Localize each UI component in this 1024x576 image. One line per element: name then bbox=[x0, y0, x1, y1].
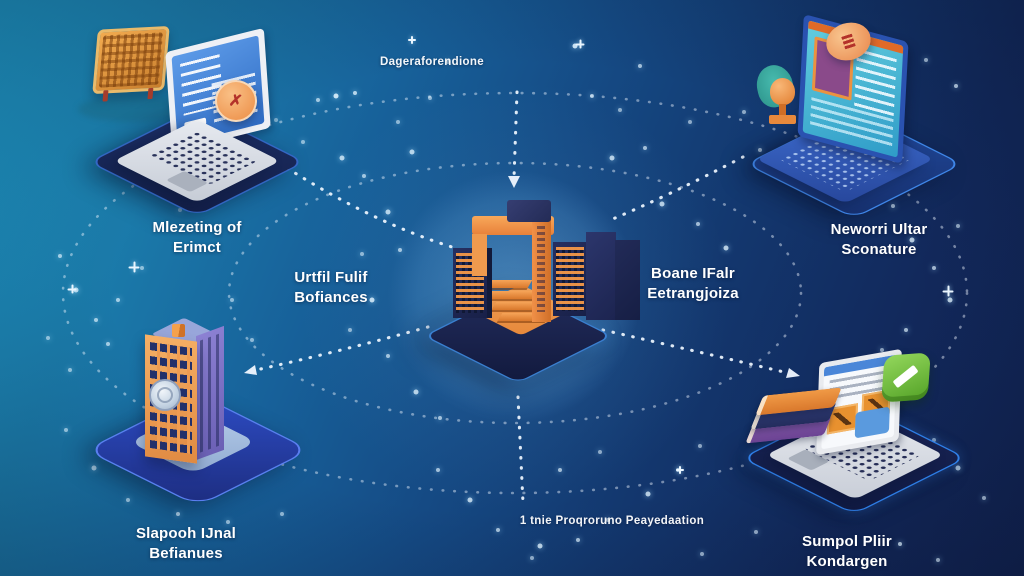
server-tower bbox=[553, 242, 587, 316]
inner-orbit-ring bbox=[227, 161, 803, 425]
label-line: Sumpol Pliir bbox=[802, 533, 892, 550]
label-top-left: Mlezeting of Erimct bbox=[152, 218, 241, 257]
label-line: Urtfil Fulif bbox=[294, 269, 368, 286]
label-line: Boane IFalr bbox=[651, 265, 735, 282]
label-line: Slapooh IJnal bbox=[135, 525, 237, 542]
circuit-pattern bbox=[98, 32, 164, 88]
roof-cube-icon bbox=[172, 324, 185, 337]
label-line: Sconature bbox=[841, 240, 917, 258]
trophy-stem bbox=[779, 104, 786, 116]
arrow-down-icon bbox=[508, 176, 520, 188]
trophy-icon bbox=[753, 61, 800, 130]
arrow-left-icon bbox=[244, 365, 257, 375]
pixel-text bbox=[537, 226, 545, 312]
trophy-cup bbox=[770, 78, 795, 105]
server-tower bbox=[586, 232, 616, 320]
connector-top-right bbox=[606, 155, 745, 223]
arch-leg bbox=[532, 218, 551, 322]
arch-leg bbox=[472, 234, 487, 276]
label-bottom-left: Slapooh IJnal Befianues bbox=[136, 524, 236, 563]
label-top-center: Dageraforendione bbox=[380, 55, 484, 70]
plaque-leg bbox=[147, 87, 154, 100]
server-tower bbox=[615, 240, 640, 320]
pixel-text bbox=[556, 247, 584, 311]
label-mid-right: Boane IFalr Eetrangjoiza bbox=[647, 264, 739, 303]
arrow-right-icon bbox=[786, 368, 800, 378]
connector-top-left bbox=[285, 166, 454, 249]
label-line: Eetrangjoiza bbox=[647, 284, 739, 302]
trophy-base bbox=[769, 115, 796, 124]
label-line: Befianues bbox=[149, 544, 223, 562]
plaque-leg bbox=[102, 90, 109, 102]
connector-bottom-center bbox=[516, 395, 525, 505]
building-side-stripes bbox=[200, 333, 220, 453]
arch-cap bbox=[507, 200, 551, 222]
connector-bottom-left bbox=[254, 325, 430, 372]
content-box bbox=[854, 406, 890, 439]
connector-bottom-right bbox=[601, 328, 790, 375]
building-side bbox=[196, 325, 224, 461]
label-line: Neworri Ultar bbox=[830, 221, 928, 238]
circuit-plaque-icon bbox=[92, 25, 170, 102]
books-icon bbox=[745, 387, 842, 448]
label-bottom-right: Sumpol Pliir Kondargen bbox=[802, 532, 892, 571]
label-top-right: Neworri Ultar Sconature bbox=[831, 220, 928, 259]
label-mid-left: Urtfil Fulif Bofiances bbox=[294, 268, 368, 307]
text-lines bbox=[854, 48, 897, 118]
check-mark-icon bbox=[892, 364, 919, 389]
label-line: Dageraforendione bbox=[379, 56, 485, 68]
stair-step bbox=[485, 291, 539, 299]
label-line: Mlezeting of bbox=[152, 219, 242, 236]
building-emblem-icon bbox=[149, 379, 181, 411]
label-line: 1 tnie Proqroruno Peayedaation bbox=[519, 515, 705, 527]
warning-glyph-icon bbox=[841, 33, 856, 50]
alert-badge-icon: ✗ bbox=[215, 80, 257, 122]
connector-top-center bbox=[512, 90, 519, 180]
alert-glyph-icon: ✗ bbox=[228, 92, 244, 111]
check-badge-icon bbox=[881, 352, 931, 403]
label-bottom-center: 1 tnie Proqroruno Peayedaation bbox=[520, 514, 704, 529]
label-line: Erimct bbox=[173, 238, 221, 256]
label-line: Kondargen bbox=[806, 552, 888, 570]
outer-orbit-ring bbox=[61, 91, 969, 495]
label-line: Bofiances bbox=[294, 288, 368, 306]
